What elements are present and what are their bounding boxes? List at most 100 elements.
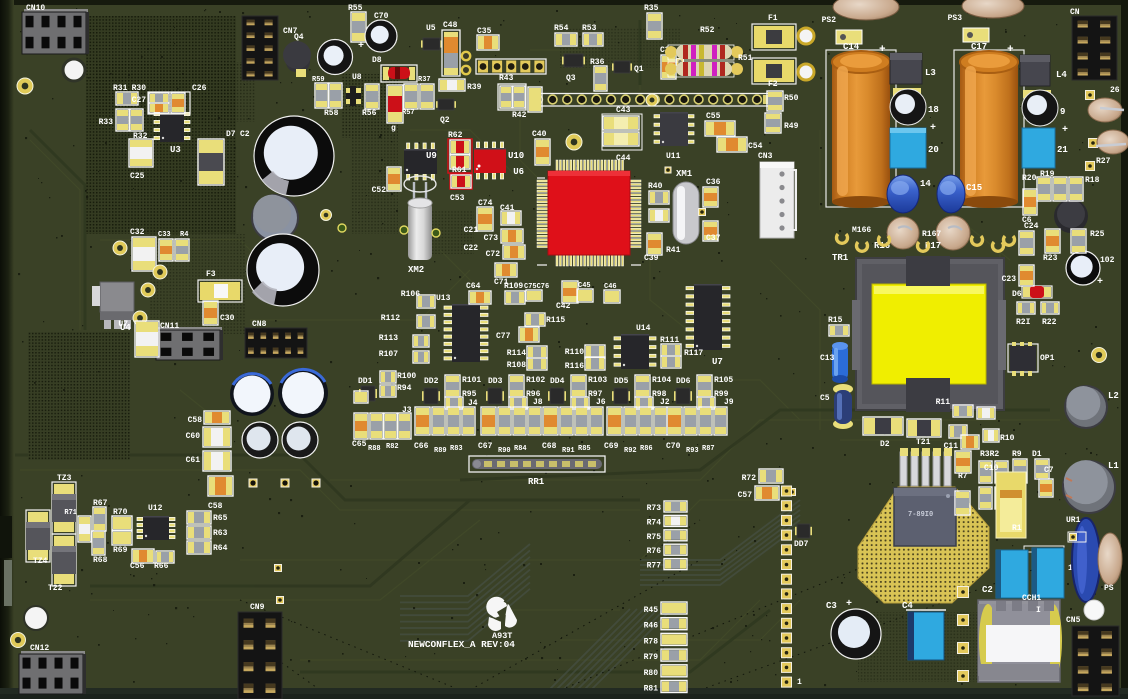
- svg-text:D2: D2: [880, 440, 890, 449]
- svg-text:R74: R74: [647, 518, 662, 527]
- svg-text:A93T: A93T: [492, 631, 512, 641]
- svg-text:D6: D6: [1012, 290, 1022, 299]
- svg-text:R27: R27: [1096, 157, 1111, 166]
- svg-text:Q1: Q1: [634, 65, 644, 74]
- svg-text:R55: R55: [348, 4, 363, 13]
- svg-text:R104: R104: [652, 376, 671, 385]
- svg-text:Q4: Q4: [294, 33, 304, 42]
- svg-text:R20: R20: [1022, 174, 1037, 183]
- svg-text:U5: U5: [426, 24, 436, 33]
- svg-text:R83: R83: [450, 445, 463, 453]
- svg-text:C69: C69: [604, 442, 619, 451]
- svg-text:CN12: CN12: [30, 644, 49, 653]
- svg-text:R2I: R2I: [1016, 318, 1031, 327]
- svg-text:C68: C68: [542, 442, 557, 451]
- svg-text:C27: C27: [132, 96, 147, 105]
- svg-text:R30: R30: [132, 84, 147, 93]
- svg-text:D7: D7: [226, 130, 236, 139]
- svg-text:C58: C58: [188, 416, 203, 425]
- svg-text:C67: C67: [478, 442, 493, 451]
- svg-text:R61: R61: [452, 166, 467, 175]
- svg-text:NEWCONFLEX_A REV:04: NEWCONFLEX_A REV:04: [408, 639, 515, 650]
- svg-text:J8: J8: [533, 398, 543, 407]
- svg-text:U6: U6: [513, 167, 524, 177]
- svg-text:R76: R76: [647, 547, 662, 556]
- svg-text:PS: PS: [1104, 584, 1114, 593]
- svg-text:R41: R41: [666, 246, 681, 255]
- svg-text:C11: C11: [944, 442, 959, 451]
- svg-text:R1: R1: [1012, 524, 1022, 533]
- svg-text:C2: C2: [240, 130, 250, 139]
- svg-text:C15: C15: [966, 183, 982, 193]
- svg-text:R105: R105: [714, 376, 733, 385]
- svg-text:XM1: XM1: [676, 169, 693, 179]
- svg-text:R111: R111: [660, 336, 679, 345]
- svg-text:R15: R15: [828, 316, 843, 325]
- svg-text:C17: C17: [971, 42, 987, 52]
- svg-text:C56: C56: [130, 562, 145, 571]
- svg-text:L3: L3: [925, 68, 936, 78]
- svg-text:T22: T22: [48, 584, 63, 593]
- svg-text:C73: C73: [484, 234, 499, 243]
- svg-text:C58: C58: [208, 502, 223, 511]
- svg-text:R86: R86: [640, 445, 653, 453]
- svg-text:R77: R77: [647, 562, 662, 571]
- svg-text:R89: R89: [434, 447, 447, 455]
- svg-text:R88: R88: [368, 445, 381, 453]
- svg-text:C43: C43: [616, 106, 631, 115]
- svg-text:C5: C5: [820, 394, 830, 403]
- svg-text:C60: C60: [186, 432, 201, 441]
- svg-text:R69: R69: [113, 546, 128, 555]
- svg-text:J2: J2: [660, 398, 670, 407]
- svg-text:C37: C37: [706, 234, 721, 243]
- svg-text:L2: L2: [1108, 391, 1119, 401]
- svg-text:C10: C10: [984, 464, 999, 473]
- svg-text:L1: L1: [1108, 461, 1119, 471]
- svg-text:R42: R42: [512, 111, 527, 120]
- svg-text:R71: R71: [64, 509, 77, 517]
- svg-text:C75C76: C75C76: [524, 283, 549, 291]
- svg-text:R66: R66: [154, 562, 169, 571]
- svg-text:U7: U7: [712, 357, 723, 367]
- svg-text:R54: R54: [554, 24, 569, 33]
- svg-text:DD1: DD1: [358, 377, 373, 386]
- svg-text:XM2: XM2: [408, 265, 424, 275]
- svg-text:DD2: DD2: [424, 377, 439, 386]
- svg-text:R67: R67: [93, 499, 108, 508]
- svg-text:+: +: [358, 41, 364, 52]
- svg-text:PS3: PS3: [948, 14, 963, 23]
- svg-text:R101: R101: [462, 376, 481, 385]
- svg-text:14: 14: [920, 179, 931, 189]
- svg-text:U8: U8: [352, 73, 362, 82]
- svg-text:F3: F3: [206, 270, 216, 279]
- svg-text:C55: C55: [706, 112, 721, 121]
- svg-text:R50: R50: [784, 94, 799, 103]
- svg-text:+: +: [930, 123, 936, 134]
- svg-text:C40: C40: [532, 130, 547, 139]
- svg-text:R64: R64: [213, 544, 228, 553]
- svg-text:T21: T21: [916, 438, 931, 447]
- svg-text:R10: R10: [1000, 434, 1015, 443]
- svg-text:C33: C33: [158, 231, 171, 239]
- svg-text:R85: R85: [578, 445, 591, 453]
- svg-text:102: 102: [1100, 256, 1115, 265]
- svg-text:R46: R46: [644, 622, 659, 631]
- svg-text:R65: R65: [213, 514, 228, 523]
- svg-text:CN3: CN3: [758, 152, 773, 161]
- svg-text:R90: R90: [498, 447, 511, 455]
- svg-text:R9: R9: [1012, 450, 1022, 459]
- svg-text:1: 1: [797, 678, 802, 687]
- svg-text:R109: R109: [504, 282, 523, 291]
- svg-text:R87: R87: [702, 445, 715, 453]
- svg-text:R51: R51: [738, 54, 753, 63]
- svg-text:D8: D8: [372, 56, 382, 65]
- svg-text:R100: R100: [397, 372, 416, 381]
- svg-text:R112: R112: [381, 314, 400, 323]
- svg-text:U14: U14: [636, 324, 651, 333]
- svg-text:R52: R52: [700, 26, 715, 35]
- svg-text:CN11: CN11: [160, 322, 179, 331]
- svg-text:C44: C44: [616, 154, 631, 163]
- svg-text:+: +: [846, 599, 852, 610]
- svg-text:R113: R113: [379, 334, 398, 343]
- svg-text:C32: C32: [130, 228, 145, 237]
